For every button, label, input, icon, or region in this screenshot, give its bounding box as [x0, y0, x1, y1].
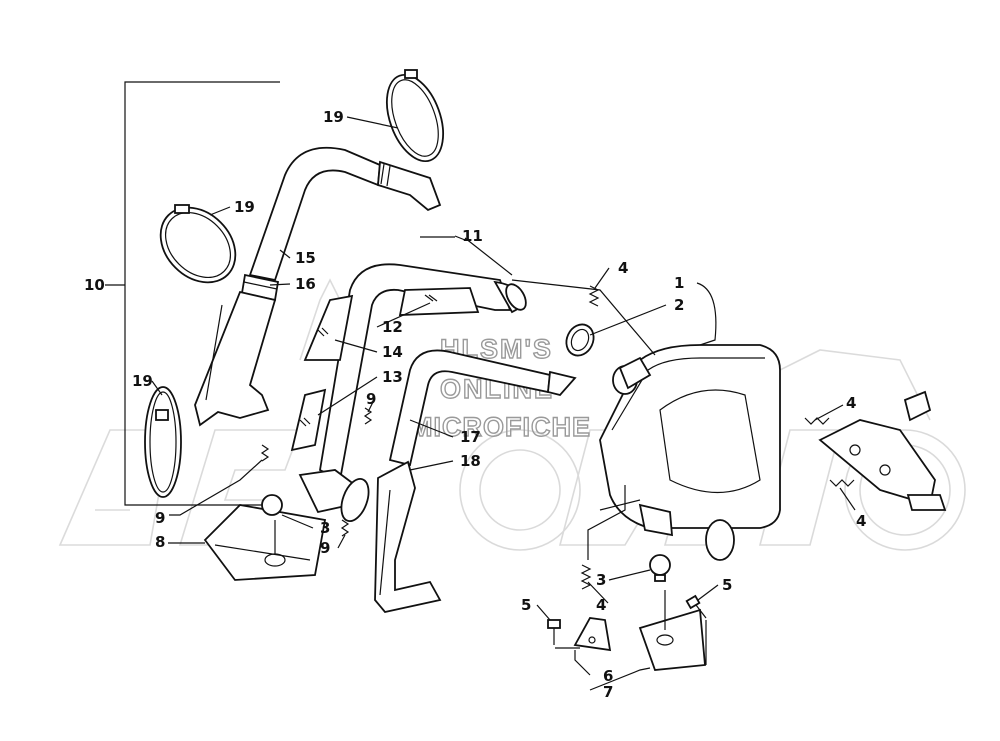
grommet-3-right: [649, 554, 671, 582]
clamp-19-top: [386, 69, 444, 163]
callout-16: 16: [295, 275, 316, 293]
callout-2: 2: [674, 296, 684, 314]
spring-4-bottom: [580, 564, 592, 590]
bolt-5-left: [547, 619, 561, 645]
callout-5-left: 5: [521, 596, 531, 614]
callout-15: 15: [295, 249, 316, 267]
watermark-line-3: MICROFICHE: [410, 412, 591, 442]
group-bracket-10: [124, 81, 280, 506]
spring-9-lower: [340, 519, 350, 537]
callout-18: 18: [460, 452, 481, 470]
callout-19-bottom: 19: [132, 372, 153, 390]
callout-9-center: 9: [366, 390, 376, 408]
clamp-19-middle: [159, 204, 237, 284]
mount-bracket-right: [818, 390, 947, 511]
callout-4-right-top: 4: [846, 394, 856, 412]
callout-9-left: 9: [155, 509, 165, 527]
callout-14: 14: [382, 343, 403, 361]
heat-shield-14: [303, 294, 354, 361]
bolt-5-right: [685, 594, 707, 619]
callout-19-top: 19: [323, 108, 344, 126]
callout-4-right-bottom: 4: [856, 512, 866, 530]
callout-1: 1: [674, 274, 684, 292]
mount-bracket-6: [573, 617, 612, 652]
center-exhaust-pipe: [298, 263, 527, 522]
clamp-19-bottom: [144, 386, 182, 498]
rear-exhaust-pipe: [388, 349, 577, 467]
front-exhaust-pipe: [194, 146, 442, 427]
leader-lines: [151, 116, 856, 691]
mount-bracket-8: [203, 494, 327, 581]
callout-11: 11: [462, 227, 483, 245]
callout-3-right: 3: [596, 571, 606, 589]
spring-9-center: [363, 407, 373, 425]
spring-9-left: [260, 444, 270, 462]
callout-8: 8: [155, 533, 165, 551]
callout-3-left: 3: [320, 519, 330, 537]
callout-6: 6: [603, 667, 613, 685]
callout-17: 17: [460, 428, 481, 446]
callout-10: 10: [84, 276, 105, 294]
callout-13: 13: [382, 368, 403, 386]
heat-shield-13: [290, 388, 327, 452]
spring-4-right-b: [829, 479, 855, 487]
muffler: [599, 344, 781, 561]
callout-labels: 1 2 3 3 4 4 4 4 5 5 6 7 8 9 9 9 10 11 12…: [84, 108, 866, 701]
gasket-2: [565, 323, 595, 357]
spring-4-right-a: [804, 417, 830, 425]
callout-4-top: 4: [618, 259, 628, 277]
callout-9-lower: 9: [320, 539, 330, 557]
callout-7: 7: [603, 683, 613, 701]
callout-19-middle: 19: [234, 198, 255, 216]
rear-pipe-shield-18: [374, 460, 442, 613]
mount-bracket-7: [638, 608, 706, 671]
callout-4-bottom: 4: [596, 596, 606, 614]
callout-5-right: 5: [722, 576, 732, 594]
callout-12: 12: [382, 318, 403, 336]
